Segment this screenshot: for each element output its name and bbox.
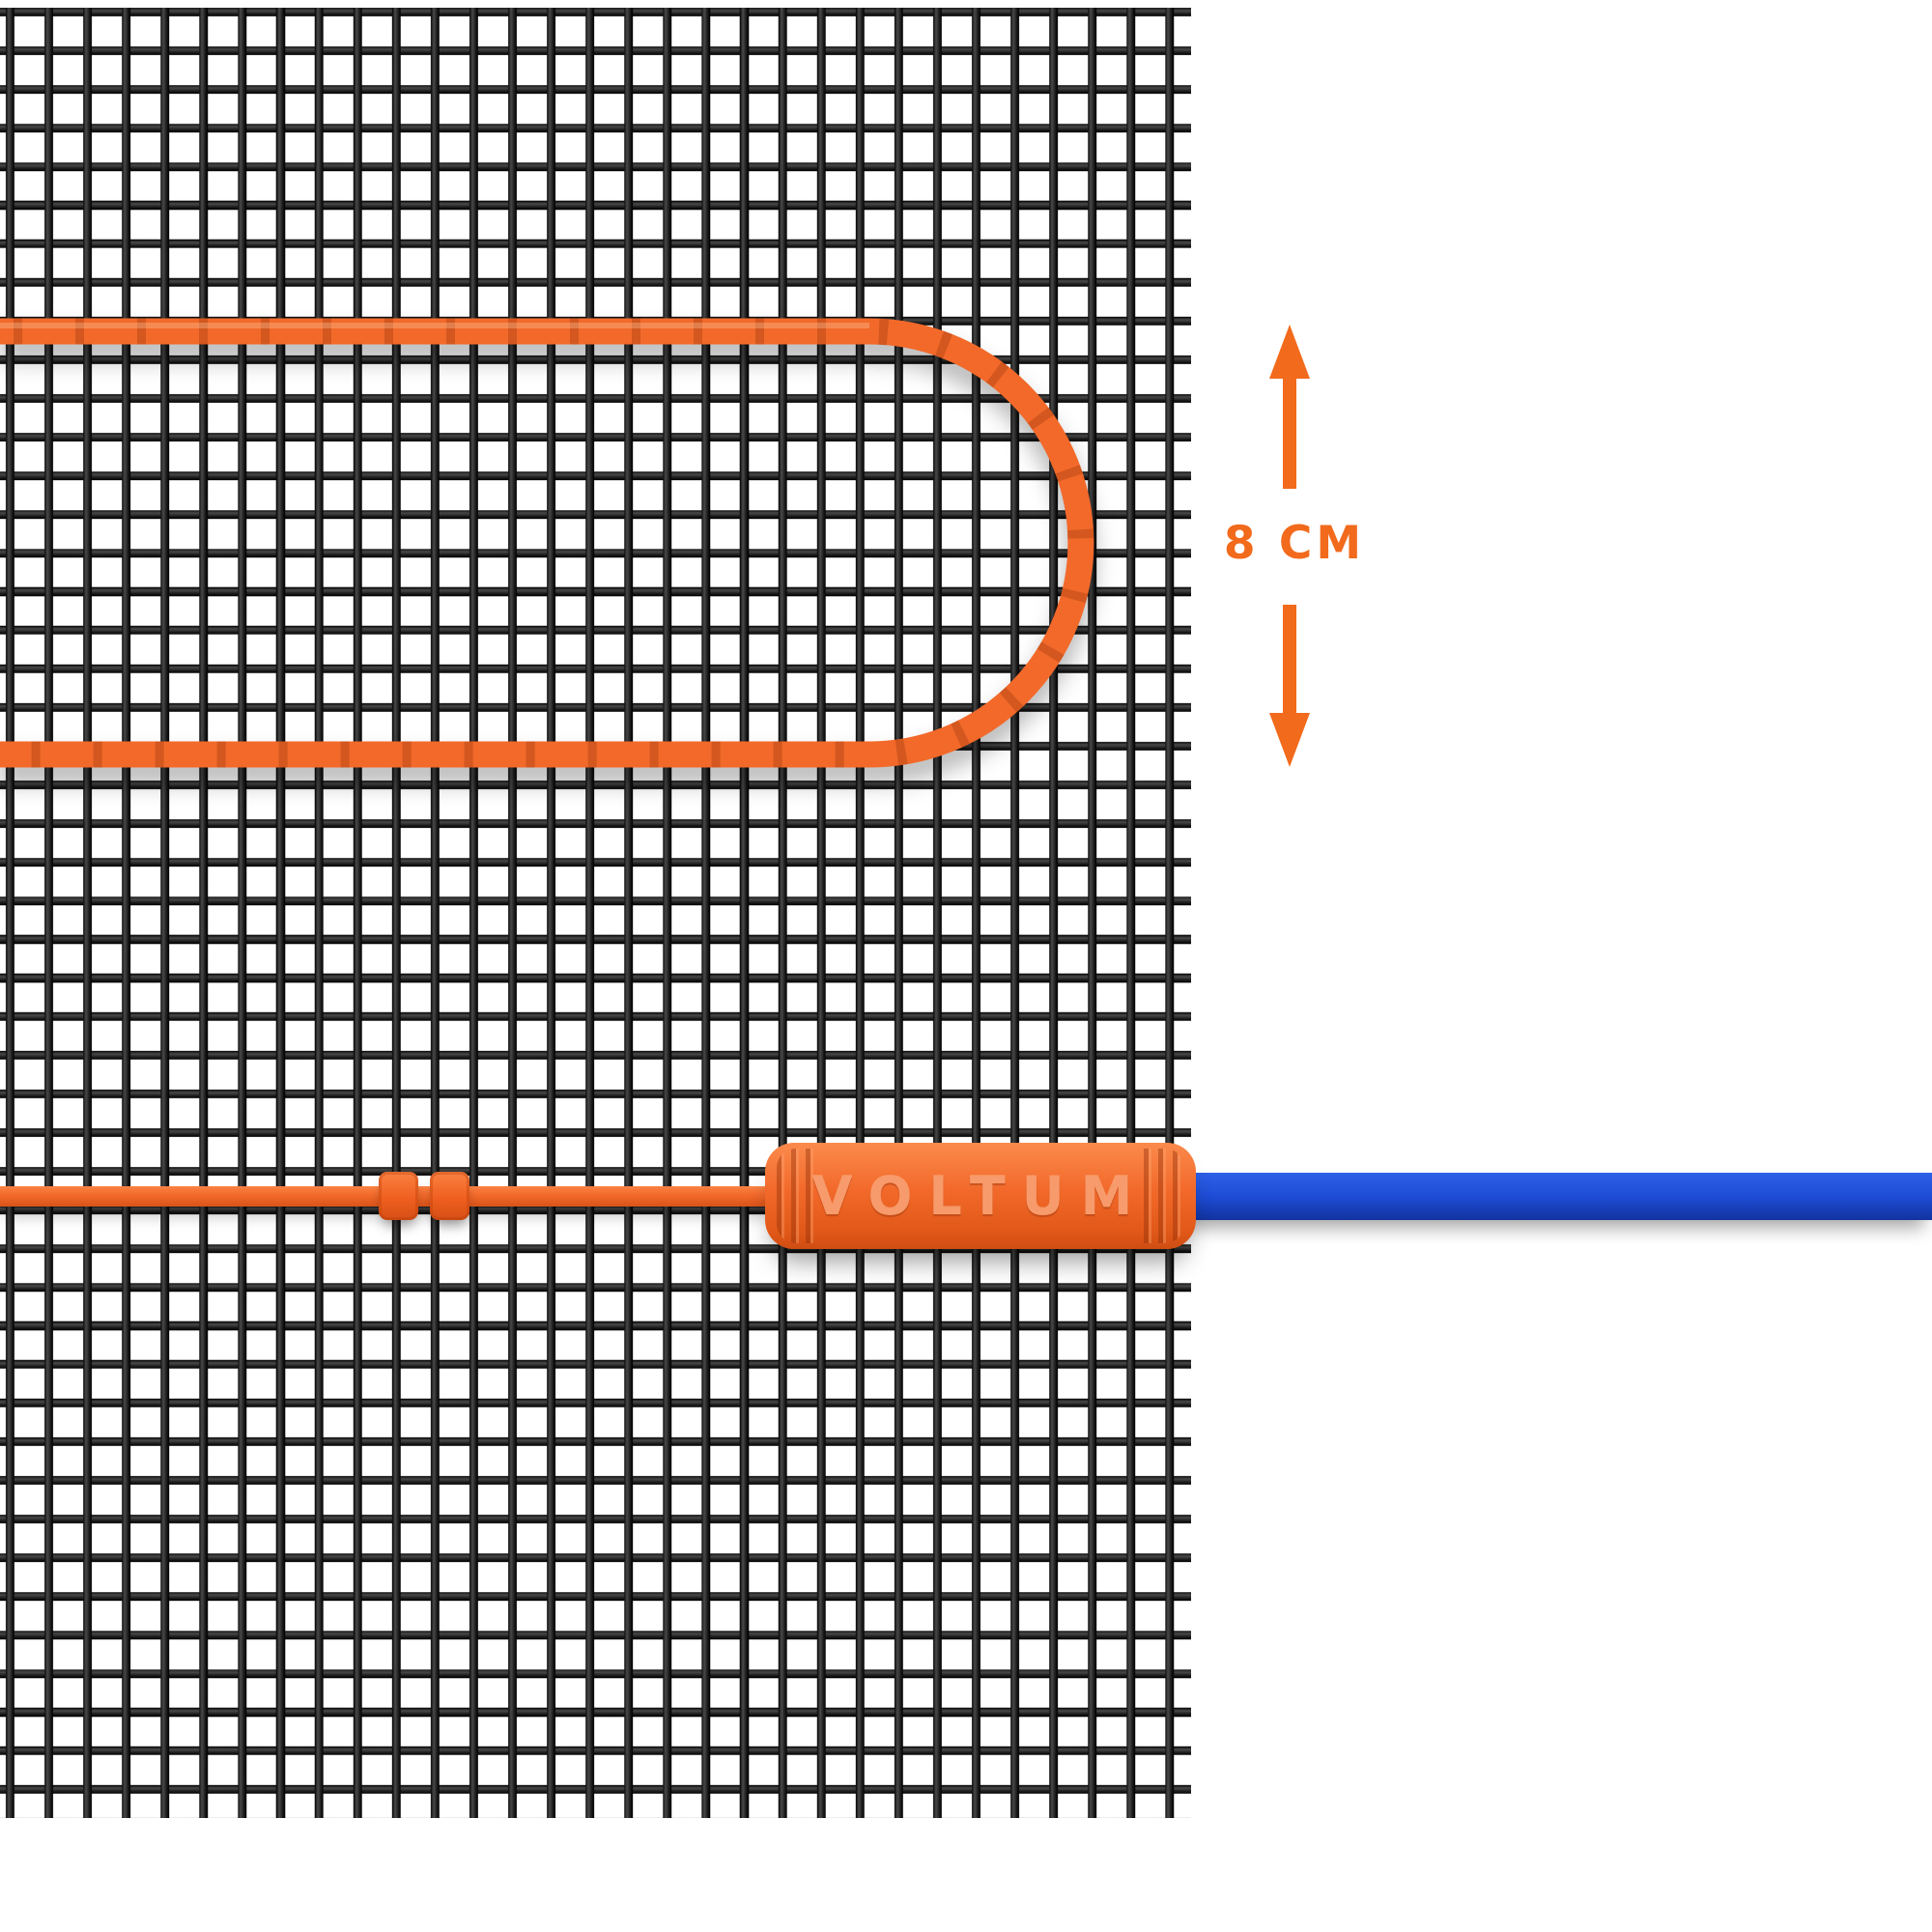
heating-cable-braid-texture: [0, 318, 1094, 768]
cable-splice-clip: [379, 1172, 469, 1220]
arrow-shaft-bottom: [1283, 605, 1296, 719]
connector-body: VOLTUM: [765, 1143, 1196, 1249]
dimension-label: 8 CM: [1223, 517, 1366, 570]
dimension-arrow: [1269, 325, 1310, 767]
arrow-down-icon: [1269, 713, 1310, 767]
splice-clip-right: [430, 1172, 469, 1220]
arrow-shaft-top: [1283, 375, 1296, 489]
splice-clip-left: [379, 1172, 418, 1220]
arrow-up-icon: [1269, 325, 1310, 379]
wire-mesh-grid: [0, 8, 1191, 1818]
power-lead-blue-cable: [1174, 1173, 1932, 1220]
heating-cable-path: [0, 318, 1094, 768]
heating-cable-loop: [0, 318, 1094, 768]
brand-label: VOLTUM: [811, 1165, 1150, 1227]
connector-ribs-right: [1144, 1149, 1184, 1243]
connector-ribs-left: [777, 1149, 817, 1243]
